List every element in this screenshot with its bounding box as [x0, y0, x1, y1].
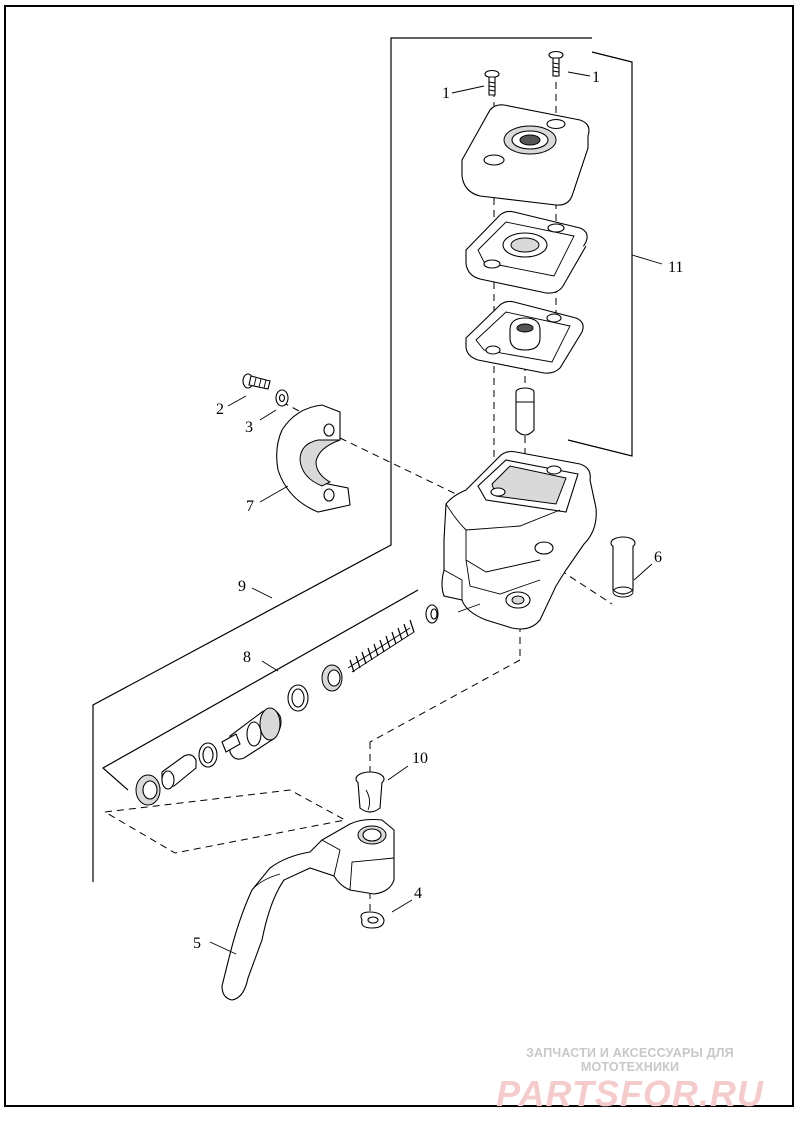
handlebar-clamp — [276, 404, 351, 513]
callout-2: 2 — [216, 401, 224, 418]
leader-7 — [259, 485, 289, 503]
brake-lever — [221, 818, 395, 1001]
gasket — [465, 300, 584, 374]
screw-right — [548, 50, 564, 77]
retaining-clip — [360, 911, 385, 929]
callout-5: 5 — [193, 935, 201, 952]
watermark-logo: PARTSFOR.RU — [496, 1073, 764, 1114]
callout-1-right: 1 — [592, 69, 600, 86]
leader-3 — [259, 409, 277, 421]
callout-9: 9 — [238, 578, 246, 595]
leader-6 — [633, 563, 653, 581]
callout-7: 7 — [246, 498, 254, 515]
leader-5 — [209, 941, 237, 955]
leader-10 — [387, 765, 409, 781]
watermark: ЗАПЧАСТИ И АКСЕССУАРЫ ДЛЯ МОТОТЕХНИКИ PA… — [480, 1046, 780, 1114]
callout-3: 3 — [245, 419, 253, 436]
return-spring — [347, 619, 415, 673]
dust-seal — [135, 774, 161, 806]
o-ring-large — [287, 684, 309, 712]
float-plug — [515, 387, 535, 436]
o-ring-small — [198, 742, 218, 768]
washer — [275, 389, 289, 407]
pushrod-bushing — [161, 754, 197, 790]
lever-bushing — [355, 771, 385, 813]
leader-1b — [567, 71, 591, 77]
screw-left — [484, 69, 500, 96]
callout-10: 10 — [412, 750, 428, 767]
clamp-screw — [242, 373, 271, 390]
reservoir-cover — [461, 104, 590, 206]
primary-cup — [321, 664, 343, 692]
master-cylinder-body — [441, 450, 597, 630]
diagram-frame — [4, 5, 794, 1107]
watermark-tagline: ЗАПЧАСТИ И АКСЕССУАРЫ ДЛЯ МОТОТЕХНИКИ — [526, 1046, 734, 1074]
callout-6: 6 — [654, 549, 662, 566]
callout-8: 8 — [243, 649, 251, 666]
bracket-8 — [101, 589, 419, 791]
bracket-9 — [92, 37, 592, 882]
leader-4 — [391, 899, 413, 913]
leader-1a — [451, 85, 485, 94]
leader-2 — [227, 395, 247, 407]
callout-4: 4 — [414, 885, 422, 902]
boot-cup — [425, 604, 439, 624]
bracket-11 — [567, 51, 663, 457]
pivot-pin — [610, 536, 636, 598]
piston — [221, 707, 282, 760]
diaphragm-plate — [465, 210, 588, 294]
callout-1-left: 1 — [442, 85, 450, 102]
callout-11: 11 — [668, 259, 683, 276]
